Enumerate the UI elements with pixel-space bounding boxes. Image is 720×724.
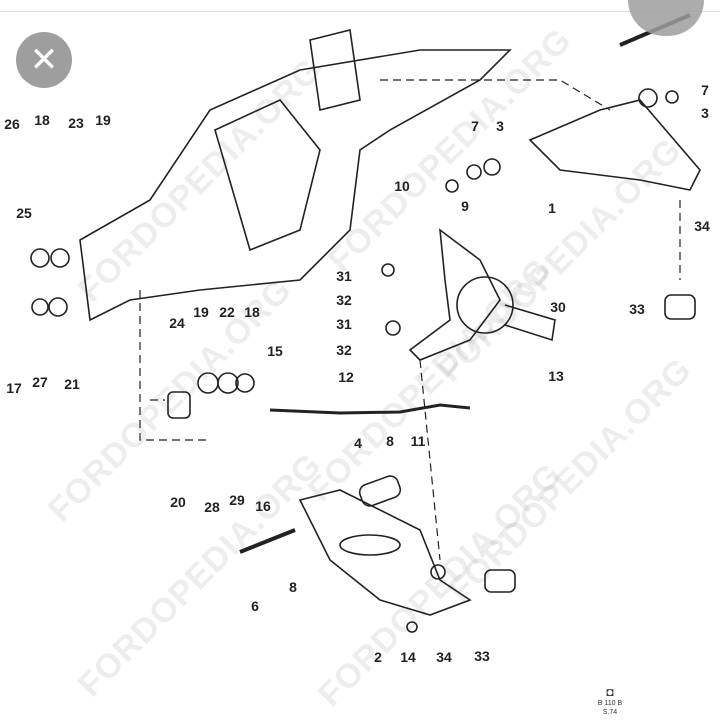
spindle-knuckle (408, 228, 501, 361)
part-callout: 1 (548, 200, 556, 216)
close-button[interactable]: ✕ (16, 32, 72, 88)
part-callout: 14 (400, 649, 416, 665)
part-callout: 31 (336, 268, 352, 284)
part-callout: 21 (64, 376, 80, 392)
spindle-hub (456, 276, 514, 334)
part-callout: 12 (338, 369, 354, 385)
part-callout: 20 (170, 494, 186, 510)
part-callout: 18 (34, 112, 50, 128)
drawing-symbol: ◘ (606, 685, 614, 699)
part-callout: 3 (496, 118, 504, 134)
part-callout: 19 (95, 112, 111, 128)
part-callout: 2 (374, 649, 382, 665)
part-callout: 34 (436, 649, 452, 665)
part-callout: 8 (386, 433, 394, 449)
part-callout: 22 (219, 304, 235, 320)
drawing-code-number: B 110 B (597, 700, 623, 707)
part-callout: 25 (16, 205, 32, 221)
spindle-shaft (504, 304, 556, 342)
part-callout: 4 (354, 435, 362, 451)
part-callout: 29 (229, 492, 245, 508)
part-callout: 16 (255, 498, 271, 514)
crossmember-frame (79, 49, 512, 322)
part-callout: 23 (68, 115, 84, 131)
top-bar (0, 0, 720, 12)
part-callout: 13 (548, 368, 564, 384)
part-callout: 33 (474, 648, 490, 664)
part-callout: 32 (336, 292, 352, 308)
part-callout: 18 (244, 304, 260, 320)
tension-strut (269, 403, 471, 415)
part-callout: 27 (32, 374, 48, 390)
bushing-33-top (664, 294, 696, 320)
frame-web (214, 99, 321, 252)
part-callout: 32 (336, 342, 352, 358)
part-callout: 9 (461, 198, 469, 214)
drawing-code-date: S.74 (602, 709, 618, 716)
bushing-4 (358, 475, 402, 507)
part-callout: 8 (289, 579, 297, 595)
part-callout: 28 (204, 499, 220, 515)
part-callout: 17 (6, 380, 22, 396)
upper-arm (528, 99, 701, 191)
lower-arm (298, 489, 472, 616)
part-callout: 15 (267, 343, 283, 359)
drawing-code: ◘ B 110 B S.74 (590, 686, 630, 717)
part-callout: 7 (701, 82, 709, 98)
part-callout: 26 (4, 116, 20, 132)
part-callout: 31 (336, 316, 352, 332)
part-callout: 34 (694, 218, 710, 234)
part-callout: 3 (701, 105, 709, 121)
part-callout: 19 (193, 304, 209, 320)
bushing-33-bottom (484, 569, 516, 593)
part-callout: 7 (471, 118, 479, 134)
part-callout: 33 (629, 301, 645, 317)
part-callout: 11 (410, 433, 426, 449)
lower-bolt (239, 528, 296, 554)
part-callout: 10 (394, 178, 410, 194)
close-icon: ✕ (29, 41, 59, 79)
frame-bracket (309, 29, 361, 111)
bushing-24 (167, 391, 191, 419)
lower-arm-seat (339, 534, 401, 556)
part-callout: 6 (251, 598, 259, 614)
part-callout: 30 (550, 299, 566, 315)
part-callout: 24 (169, 315, 185, 331)
